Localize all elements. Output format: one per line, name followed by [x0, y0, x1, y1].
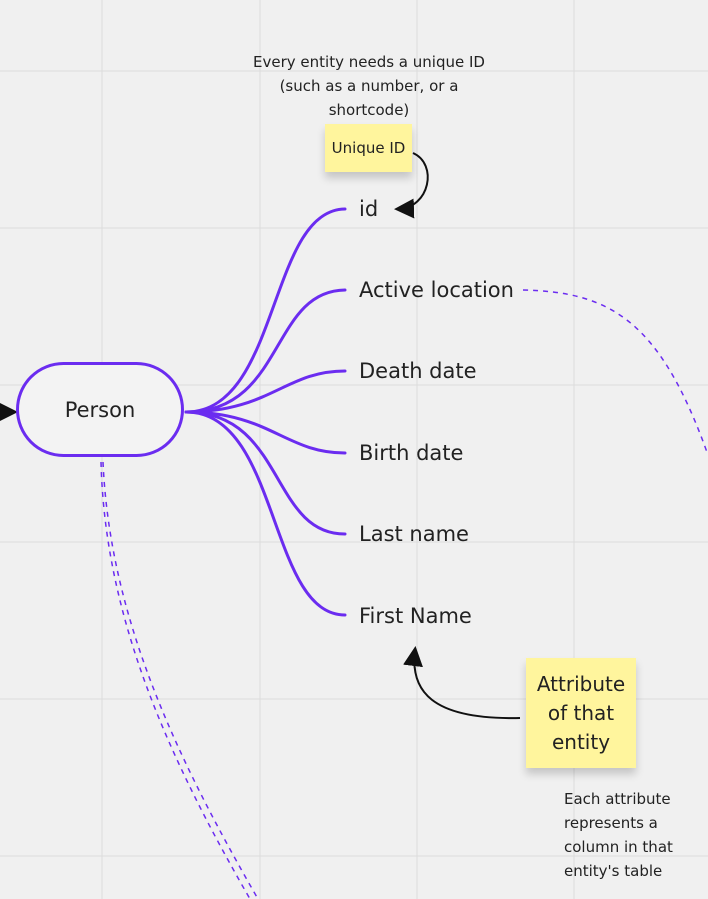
attribute-first-name[interactable]: First Name: [359, 604, 472, 628]
entity-label: Person: [64, 397, 136, 422]
attribute-birth-date[interactable]: Birth date: [359, 441, 464, 465]
entity-person-node[interactable]: Person: [16, 362, 184, 457]
attribute-note[interactable]: Each attribute represents a column in th…: [564, 790, 673, 880]
unique-id-note[interactable]: Every entity needs a unique ID (such as …: [253, 53, 485, 119]
attribute-sticky-note[interactable]: Attribute of that entity: [526, 658, 636, 768]
unique-id-sticky-note[interactable]: Unique ID: [325, 124, 412, 172]
attribute-last-name[interactable]: Last name: [359, 522, 469, 546]
attribute-active-location[interactable]: Active location: [359, 278, 514, 302]
attribute-death-date[interactable]: Death date: [359, 359, 477, 383]
attribute-id[interactable]: id: [359, 197, 379, 221]
